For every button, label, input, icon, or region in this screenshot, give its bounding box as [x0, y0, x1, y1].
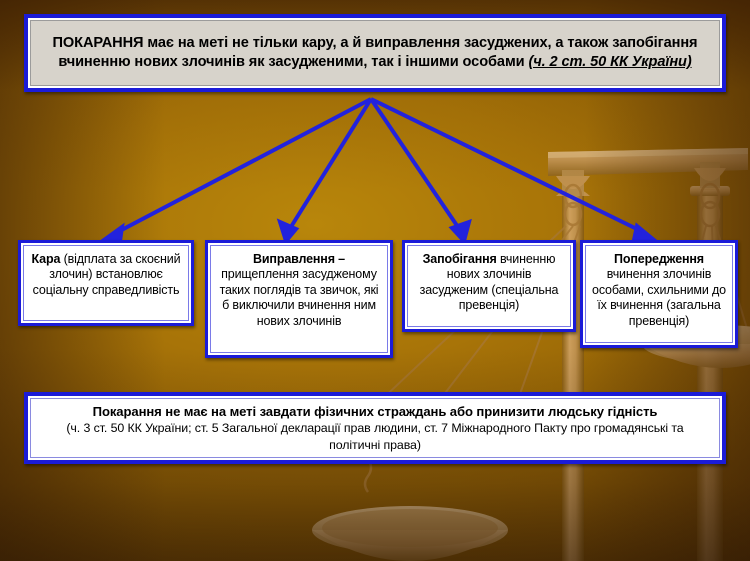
card-zapobihannya-body: вчиненню нових злочинів засудженим (спец… [419, 252, 559, 313]
bottom-statement-inner: Покарання не має на меті завдати фізични… [28, 396, 722, 460]
bottom-statement-body: (ч. 3 ст. 50 КК України; ст. 5 Загальної… [66, 421, 684, 452]
card-zapobihannya-heading: Запобігання [422, 252, 497, 266]
card-vypravlennya-heading: Виправлення – [253, 252, 345, 266]
card-vypravlennya-inner: Виправлення – прищеплення засудженому та… [208, 243, 390, 355]
card-vypravlennya-text: Виправлення – прищеплення засудженому та… [216, 252, 382, 329]
top-statement-text: ПОКАРАННЯ має на меті не тільки кару, а … [42, 34, 708, 71]
bottom-statement-text: Покарання не має на меті завдати фізични… [40, 403, 710, 452]
card-zapobihannya-text: Запобігання вчиненню нових злочинів засу… [413, 252, 565, 314]
bottom-statement-panel: Покарання не має на меті завдати фізични… [24, 392, 726, 464]
card-poperedzhennya-inner: Попередження вчинення злочинів особами, … [583, 243, 735, 345]
card-poperedzhennya-text: Попередження вчинення злочинів особами, … [591, 252, 727, 329]
card-kara-inner: Кара (відплата за скоєний злочин) встано… [21, 243, 191, 323]
card-poperedzhennya-body: вчинення злочинів особами, схильними до … [592, 267, 726, 328]
card-zapobihannya-inner: Запобігання вчиненню нових злочинів засу… [405, 243, 573, 329]
card-vypravlennya: Виправлення – прищеплення засудженому та… [205, 240, 393, 358]
card-kara-text: Кара (відплата за скоєний злочин) встано… [29, 252, 183, 298]
top-statement-lead: ПОКАРАННЯ [52, 35, 144, 52]
card-zapobihannya: Запобігання вчиненню нових злочинів засу… [402, 240, 576, 332]
bottom-statement-lead: Покарання не має на меті завдати фізични… [92, 404, 658, 420]
card-kara-heading: Кара [31, 252, 61, 266]
card-vypravlennya-body: прищеплення засудженому таких поглядів т… [219, 267, 379, 328]
card-poperedzhennya: Попередження вчинення злочинів особами, … [580, 240, 738, 348]
card-kara-body: (відплата за скоєний злочин) встановлює … [32, 252, 181, 297]
top-statement-body: має на меті не тільки кару, а й виправле… [58, 35, 698, 70]
card-poperedzhennya-heading: Попередження [614, 252, 704, 266]
top-statement-citation: (ч. 2 ст. 50 КК України) [528, 54, 692, 70]
top-statement-panel: ПОКАРАННЯ має на меті не тільки кару, а … [24, 14, 726, 92]
card-kara: Кара (відплата за скоєний злочин) встано… [18, 240, 194, 326]
top-statement-inner: ПОКАРАННЯ має на меті не тільки кару, а … [28, 18, 722, 88]
